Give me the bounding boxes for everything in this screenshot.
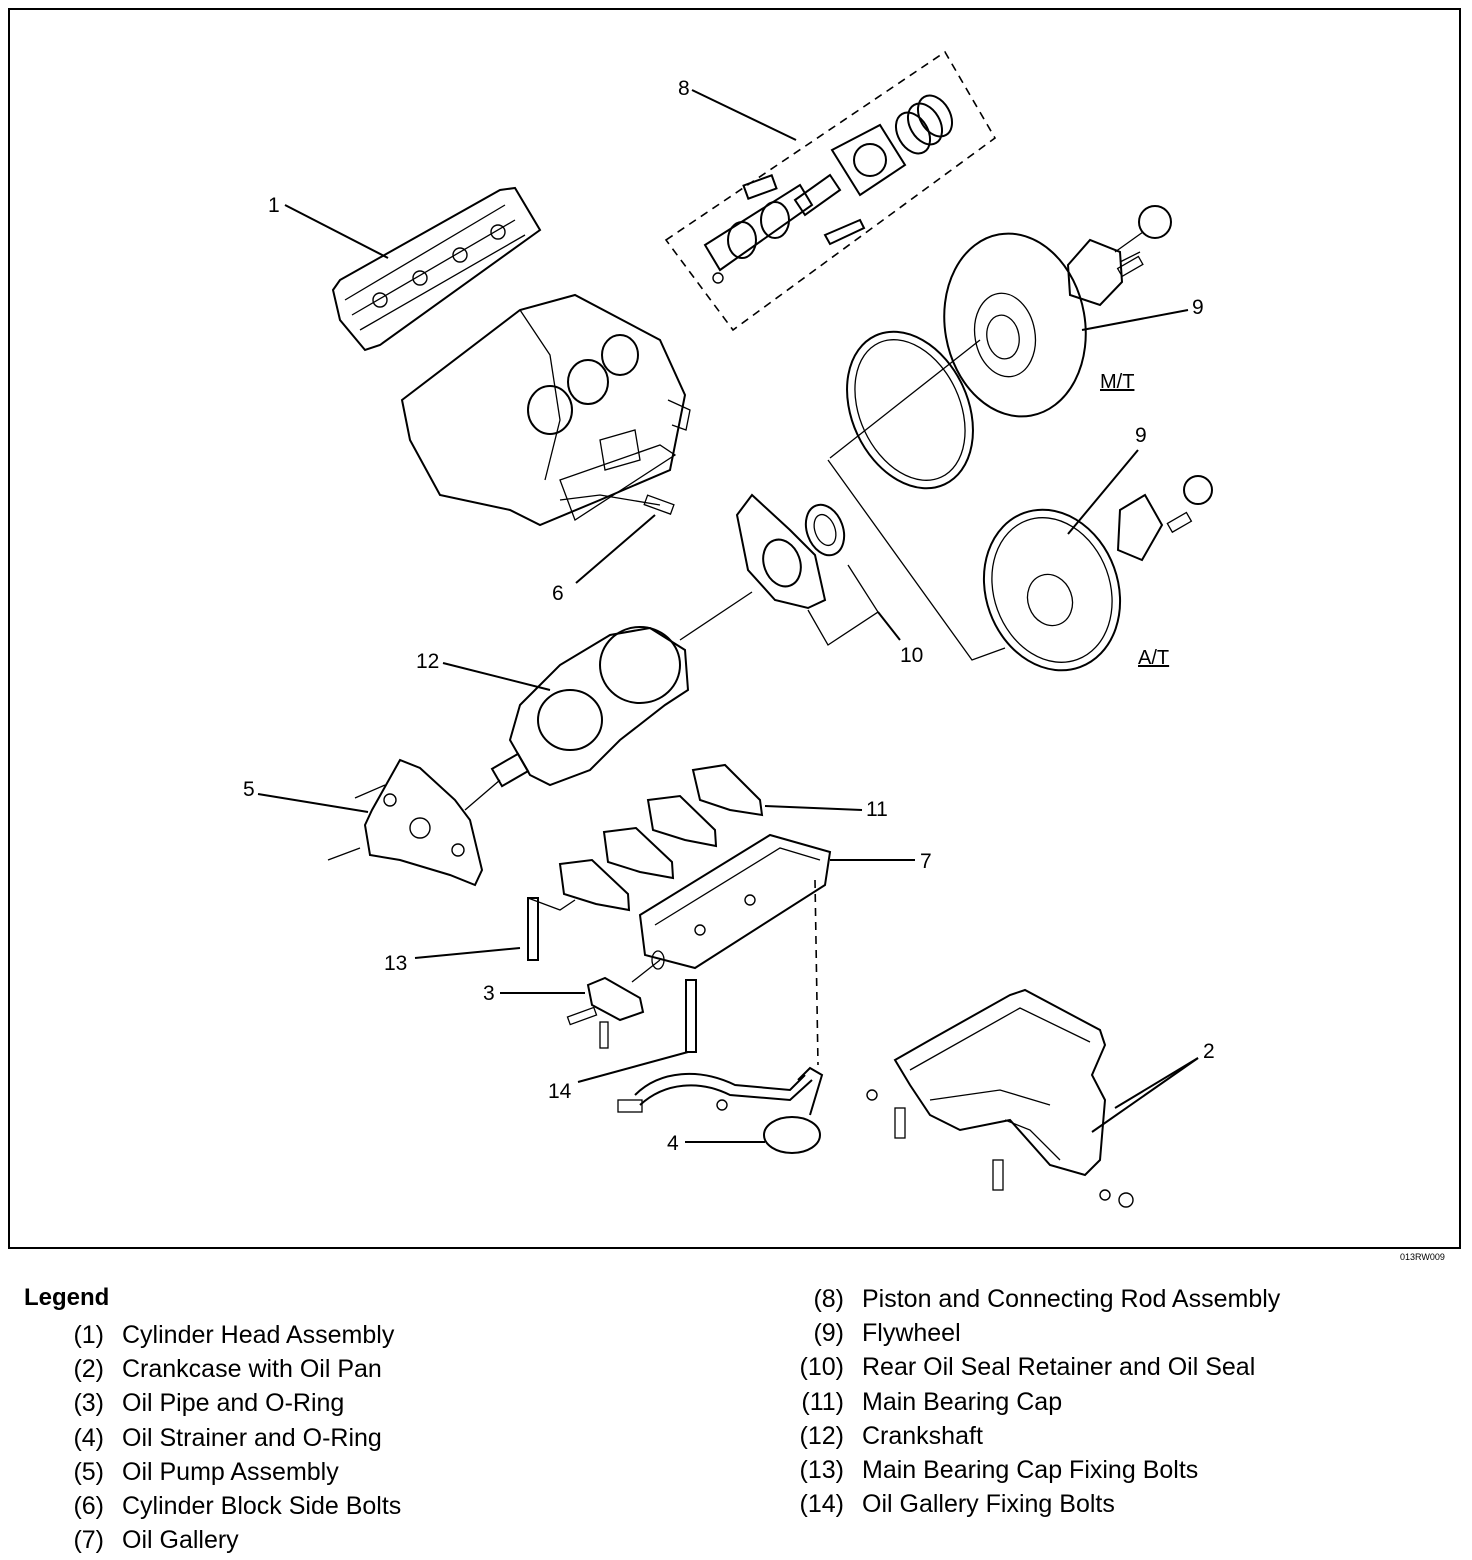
alignment-line-at xyxy=(827,459,1006,661)
label-mt: M/T xyxy=(1100,371,1134,393)
flywheel-mt xyxy=(943,205,1172,418)
oil-gallery xyxy=(638,833,832,970)
label-1: 1 xyxy=(268,194,280,217)
label-13: 13 xyxy=(384,952,407,975)
legend-item-10: (10)Rear Oil Seal Retainer and Oil Seal xyxy=(799,1353,1256,1382)
label-14: 14 xyxy=(548,1080,572,1103)
label-4: 4 xyxy=(667,1132,679,1155)
leader-10-bracket xyxy=(807,564,879,646)
piston-connecting-rod-assembly xyxy=(664,50,997,332)
legend-item-1: (1)Cylinder Head Assembly xyxy=(73,1320,395,1349)
leader-2b xyxy=(1091,1057,1199,1133)
crank-axis xyxy=(679,591,753,641)
legend-item-5: (5)Oil Pump Assembly xyxy=(73,1457,339,1486)
legend-item-8: (8)Piston and Connecting Rod Assembly xyxy=(813,1284,1281,1313)
leader-6 xyxy=(575,514,656,584)
label-10: 10 xyxy=(900,644,923,667)
oil-strainer xyxy=(617,1066,824,1154)
legend-item-4: (4)Oil Strainer and O-Ring xyxy=(73,1423,382,1452)
leader-14 xyxy=(577,1051,689,1083)
label-2: 2 xyxy=(1203,1040,1215,1063)
ring-gear xyxy=(846,330,974,490)
legend-item-3: (3)Oil Pipe and O-Ring xyxy=(73,1389,345,1418)
figure-code: 013RW009 xyxy=(1400,1252,1445,1262)
label-12: 12 xyxy=(416,650,439,673)
leader-9a xyxy=(1081,309,1189,331)
gallery-dash-line xyxy=(814,879,819,1066)
main-bearing-cap-fixing-bolt xyxy=(527,897,576,961)
crankshaft xyxy=(490,626,690,788)
leader-1 xyxy=(284,204,389,259)
rear-oil-seal-retainer xyxy=(735,493,846,610)
legend-item-14: (14)Oil Gallery Fixing Bolts xyxy=(799,1490,1115,1519)
legend-title: Legend xyxy=(24,1284,110,1311)
legend-right-column: (8)Piston and Connecting Rod Assembly (9… xyxy=(786,1282,1281,1522)
leader-2a xyxy=(1114,1057,1199,1109)
label-5: 5 xyxy=(243,778,255,801)
label-at: A/T xyxy=(1138,647,1169,669)
pump-axis xyxy=(464,779,501,811)
label-7: 7 xyxy=(920,850,932,873)
leader-9b xyxy=(1067,449,1139,535)
leader-8 xyxy=(691,89,797,141)
oil-gallery-fixing-bolt xyxy=(685,979,697,1053)
alignment-line-mt xyxy=(829,339,981,459)
label-6: 6 xyxy=(552,582,564,605)
label-9a: 9 xyxy=(1192,296,1204,319)
oil-pump-assembly xyxy=(327,758,484,887)
leader-12 xyxy=(442,662,551,691)
flywheel-at xyxy=(982,475,1213,672)
leader-13 xyxy=(414,947,521,959)
main-bearing-caps xyxy=(558,763,764,912)
legend-item-11: (11)Main Bearing Cap xyxy=(801,1387,1063,1416)
legend-item-13: (13)Main Bearing Cap Fixing Bolts xyxy=(799,1456,1199,1485)
legend-item-9: (9)Flywheel xyxy=(813,1318,961,1347)
label-8: 8 xyxy=(678,77,690,100)
leader-5 xyxy=(257,793,369,813)
exploded-engine-diagram: 1 6 8 xyxy=(243,50,1215,1208)
diagram-frame xyxy=(8,8,1461,1249)
legend-left-column: (1)Cylinder Head Assembly (2)Crankcase w… xyxy=(44,1318,401,1558)
cylinder-block xyxy=(400,293,691,527)
crankcase-oil-pan xyxy=(866,988,1134,1208)
legend-item-12: (12)Crankshaft xyxy=(799,1421,983,1450)
legend-item-2: (2)Crankcase with Oil Pan xyxy=(73,1354,382,1383)
leader-10 xyxy=(877,611,901,641)
legend-item-7: (7)Oil Gallery xyxy=(73,1526,239,1555)
label-3: 3 xyxy=(483,982,495,1005)
cylinder-block-side-bolts xyxy=(559,494,675,515)
oil-pipe xyxy=(566,950,665,1049)
cylinder-head xyxy=(331,186,542,352)
label-9b: 9 xyxy=(1135,424,1147,447)
label-11: 11 xyxy=(866,798,888,821)
leader-11 xyxy=(764,805,863,811)
legend-item-6: (6)Cylinder Block Side Bolts xyxy=(73,1492,402,1521)
